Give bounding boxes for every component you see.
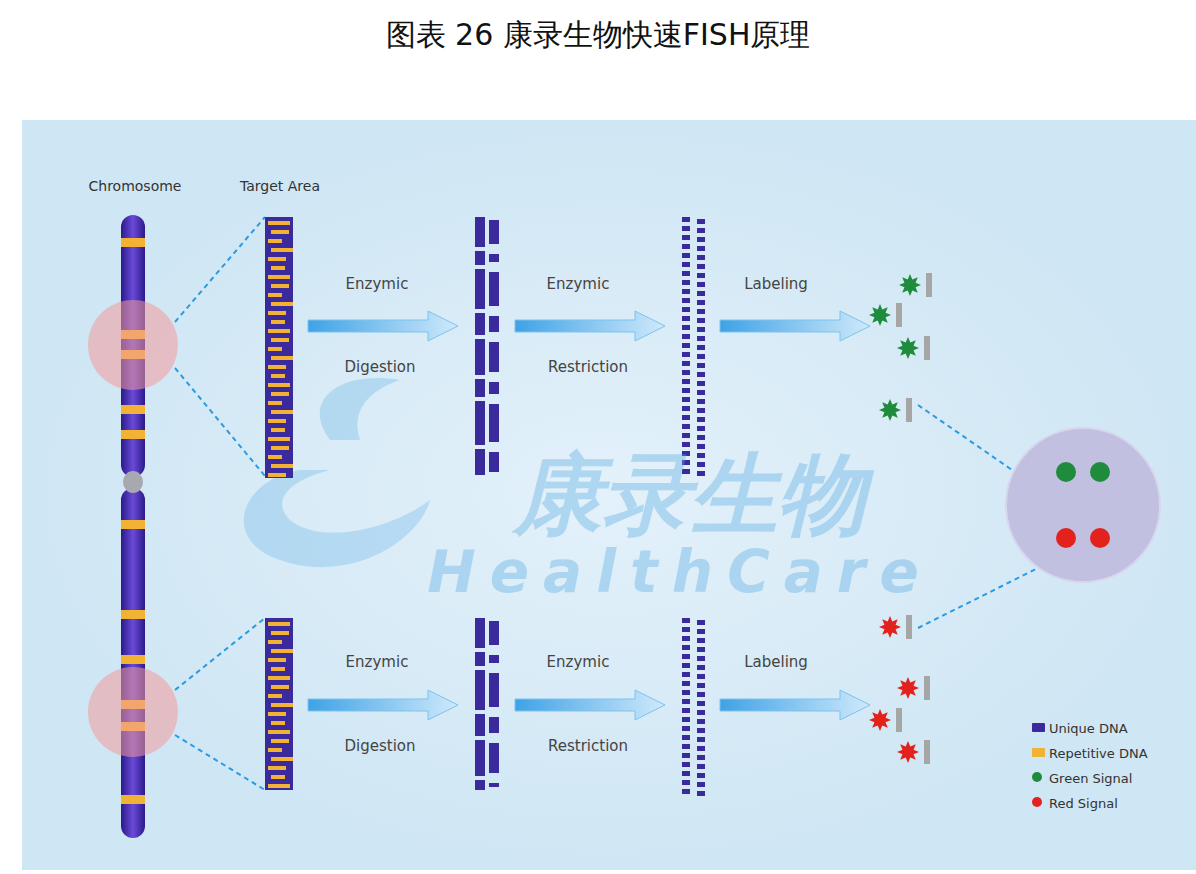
- target-area-strip: [265, 217, 293, 478]
- label: Enzymic: [346, 275, 409, 293]
- label: Digestion: [344, 358, 415, 376]
- labeled-probe: [869, 303, 902, 327]
- restricted-strip: [682, 217, 705, 476]
- restricted-strip: [682, 618, 705, 796]
- label: Enzymic: [547, 275, 610, 293]
- labeled-probe: [897, 740, 930, 764]
- nucleus: [1006, 428, 1160, 582]
- legend-swatch: [1032, 797, 1042, 807]
- process-arrow: [720, 311, 870, 341]
- legend-text: Repetitive DNA: [1049, 746, 1148, 761]
- legend-swatch: [1032, 748, 1045, 757]
- watermark: 康录生物: [514, 436, 866, 555]
- labeled-probe: [869, 708, 902, 732]
- legend-text: Green Signal: [1049, 771, 1132, 786]
- legend-swatch: [1032, 723, 1045, 732]
- background-panel: [22, 120, 1196, 870]
- label: Chromosome: [89, 178, 182, 194]
- digested-strip: [475, 217, 499, 475]
- label: Restriction: [548, 358, 628, 376]
- labeled-probe: [899, 273, 932, 297]
- process-arrow: [308, 311, 458, 341]
- process-arrow: [308, 690, 458, 720]
- legend-text: Red Signal: [1049, 796, 1118, 811]
- process-arrow: [515, 690, 665, 720]
- process-arrow: [515, 311, 665, 341]
- zoom-lines: [175, 217, 265, 790]
- labeled-probe: [879, 615, 912, 639]
- process-arrow: [720, 690, 870, 720]
- legend-text: Unique DNA: [1049, 721, 1128, 736]
- title: 图表 26 康录生物快速FISH原理: [386, 15, 811, 56]
- legend-swatch: [1032, 772, 1042, 782]
- label: Labeling: [744, 653, 808, 671]
- labeled-probe: [897, 336, 930, 360]
- digested-strip: [475, 618, 499, 790]
- leader-line: [918, 405, 1015, 472]
- label: Target Area: [240, 178, 320, 194]
- label: Labeling: [744, 275, 808, 293]
- target-area-strip: [265, 618, 293, 790]
- chromosome: [88, 215, 178, 838]
- label: Digestion: [344, 737, 415, 755]
- label: Enzymic: [547, 653, 610, 671]
- leader-line: [918, 567, 1040, 628]
- label: Restriction: [548, 737, 628, 755]
- labeled-probe: [879, 398, 912, 422]
- labeled-probe: [897, 676, 930, 700]
- label: Enzymic: [346, 653, 409, 671]
- watermark: HealthCare: [427, 538, 933, 606]
